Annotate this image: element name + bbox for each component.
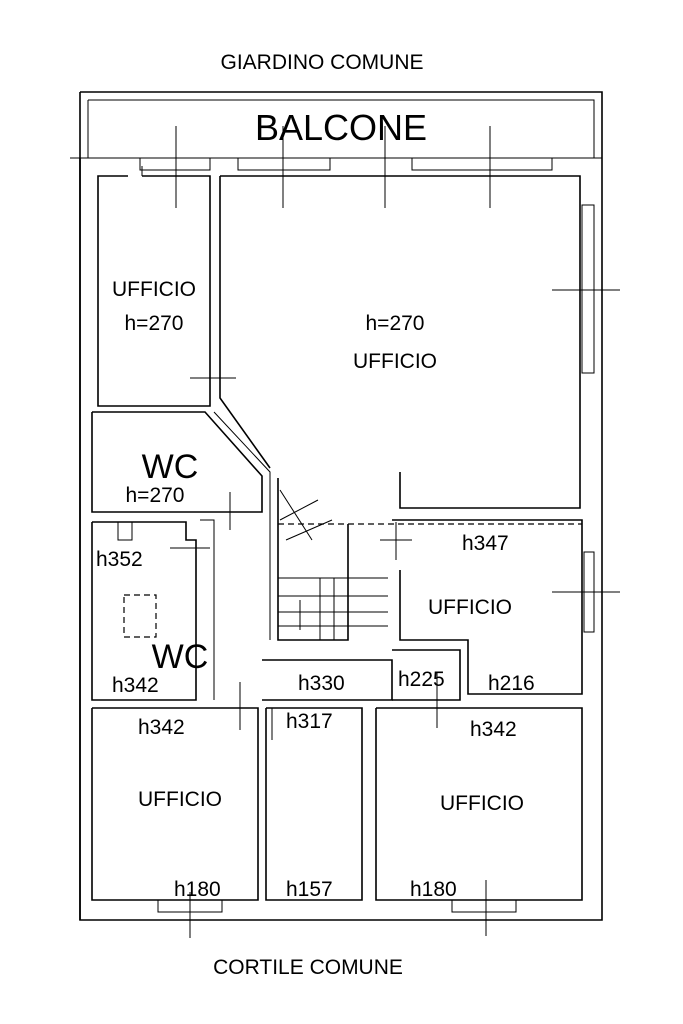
office-nw-name: UFFICIO [112,278,196,301]
office-sw-height-bottom: h180 [174,878,221,901]
room-wc-lower [91,519,215,701]
wc-upper-name: WC [142,448,199,486]
reference-crosses [170,126,620,938]
office-east-height-bottom: h216 [488,672,535,695]
office-se-height-top: h342 [470,718,517,741]
office-se-height-bottom: h180 [410,878,457,901]
office-east-name: UFFICIO [428,596,512,619]
office-sw-name: UFFICIO [138,788,222,811]
office-se-name: UFFICIO [440,792,524,815]
wc-upper-height: h=270 [126,484,185,507]
staircase [277,478,388,641]
header-label: GIARDINO COMUNE [220,51,423,74]
balcony-doors [139,157,553,171]
room-office-s-mid [265,707,363,901]
wc-lower-height-bottom: h342 [112,674,159,697]
room-office-nw [97,166,211,407]
office-nw-height: h=270 [125,312,184,335]
office-east-height-top: h347 [462,532,509,555]
room-corridor [262,649,461,701]
office-main-name: UFFICIO [353,350,437,373]
balcony-label: BALCONE [255,107,427,148]
footer-label: CORTILE COMUNE [213,956,403,979]
passage-height: h225 [398,668,445,691]
wc-lower-name: WC [152,638,209,676]
room-office-main [219,175,595,509]
room-wc-upper [91,411,271,640]
office-s-mid-height-top: h317 [286,710,333,733]
office-s-mid-height-bottom: h157 [286,878,333,901]
office-sw-height-top: h342 [138,716,185,739]
room-office-se [375,707,583,913]
corridor-height: h330 [298,672,345,695]
office-main-height: h=270 [366,312,425,335]
wc-lower-height-top: h352 [96,548,143,571]
